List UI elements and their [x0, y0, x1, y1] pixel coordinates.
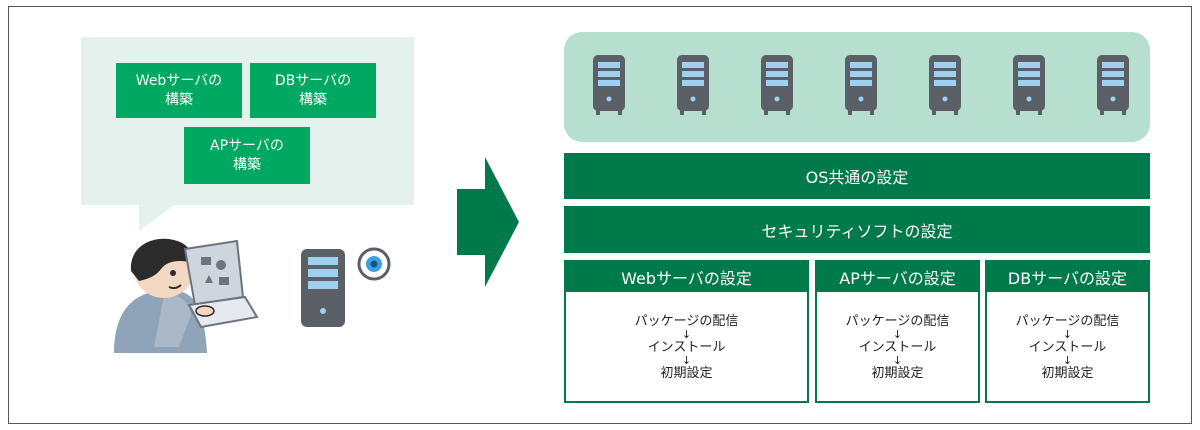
step-install: インストール	[858, 339, 937, 355]
task-web-server-build: Webサーバの 構築	[116, 63, 242, 118]
web-server-settings-column: Webサーバの設定 パッケージの配信 ↓ インストール ↓ 初期設定	[564, 260, 809, 403]
task-db-server-build: DBサーバの 構築	[250, 63, 376, 118]
step-initial-settings: 初期設定	[1041, 365, 1094, 381]
server-icon	[1013, 55, 1045, 115]
step-arrow: ↓	[681, 327, 692, 341]
column-title: DBサーバの設定	[987, 262, 1148, 292]
step-package-delivery: パッケージの配信	[1015, 313, 1120, 329]
server-row	[564, 32, 1150, 142]
step-arrow: ↓	[681, 353, 692, 367]
server-icon	[1097, 55, 1129, 115]
arrow-right-icon	[457, 157, 519, 287]
step-install: インストール	[647, 339, 726, 355]
server-icon	[301, 249, 345, 327]
column-title: APサーバの設定	[817, 262, 978, 292]
server-icon	[929, 55, 961, 115]
step-package-delivery: パッケージの配信	[845, 313, 950, 329]
column-steps: パッケージの配信 ↓ インストール ↓ 初期設定	[817, 294, 978, 401]
step-package-delivery: パッケージの配信	[634, 313, 739, 329]
security-software-settings-bar: セキュリティソフトの設定	[564, 206, 1150, 253]
step-arrow: ↓	[892, 353, 903, 367]
os-common-settings-bar: OS共通の設定	[564, 153, 1150, 199]
column-title: Webサーバの設定	[566, 262, 807, 292]
task-ap-server-build: APサーバの 構築	[184, 127, 310, 184]
speech-bubble-tail	[139, 203, 177, 231]
diagram-frame: Webサーバの 構築 DBサーバの 構築 APサーバの 構築	[8, 6, 1192, 424]
person-at-laptop-icon	[114, 238, 259, 353]
eye-icon	[357, 247, 391, 281]
step-initial-settings: 初期設定	[660, 365, 713, 381]
column-steps: パッケージの配信 ↓ インストール ↓ 初期設定	[566, 294, 807, 401]
db-server-settings-column: DBサーバの設定 パッケージの配信 ↓ インストール ↓ 初期設定	[985, 260, 1150, 403]
server-icon	[593, 55, 625, 115]
step-initial-settings: 初期設定	[871, 365, 924, 381]
server-icon	[677, 55, 709, 115]
server-icon	[845, 55, 877, 115]
step-arrow: ↓	[1062, 353, 1073, 367]
column-steps: パッケージの配信 ↓ インストール ↓ 初期設定	[987, 294, 1148, 401]
security-software-settings-label: セキュリティソフトの設定	[761, 221, 953, 241]
os-common-settings-label: OS共通の設定	[805, 168, 909, 187]
ap-server-settings-column: APサーバの設定 パッケージの配信 ↓ インストール ↓ 初期設定	[815, 260, 980, 403]
step-arrow: ↓	[1062, 327, 1073, 341]
step-arrow: ↓	[892, 327, 903, 341]
server-icon	[761, 55, 793, 115]
step-install: インストール	[1028, 339, 1107, 355]
